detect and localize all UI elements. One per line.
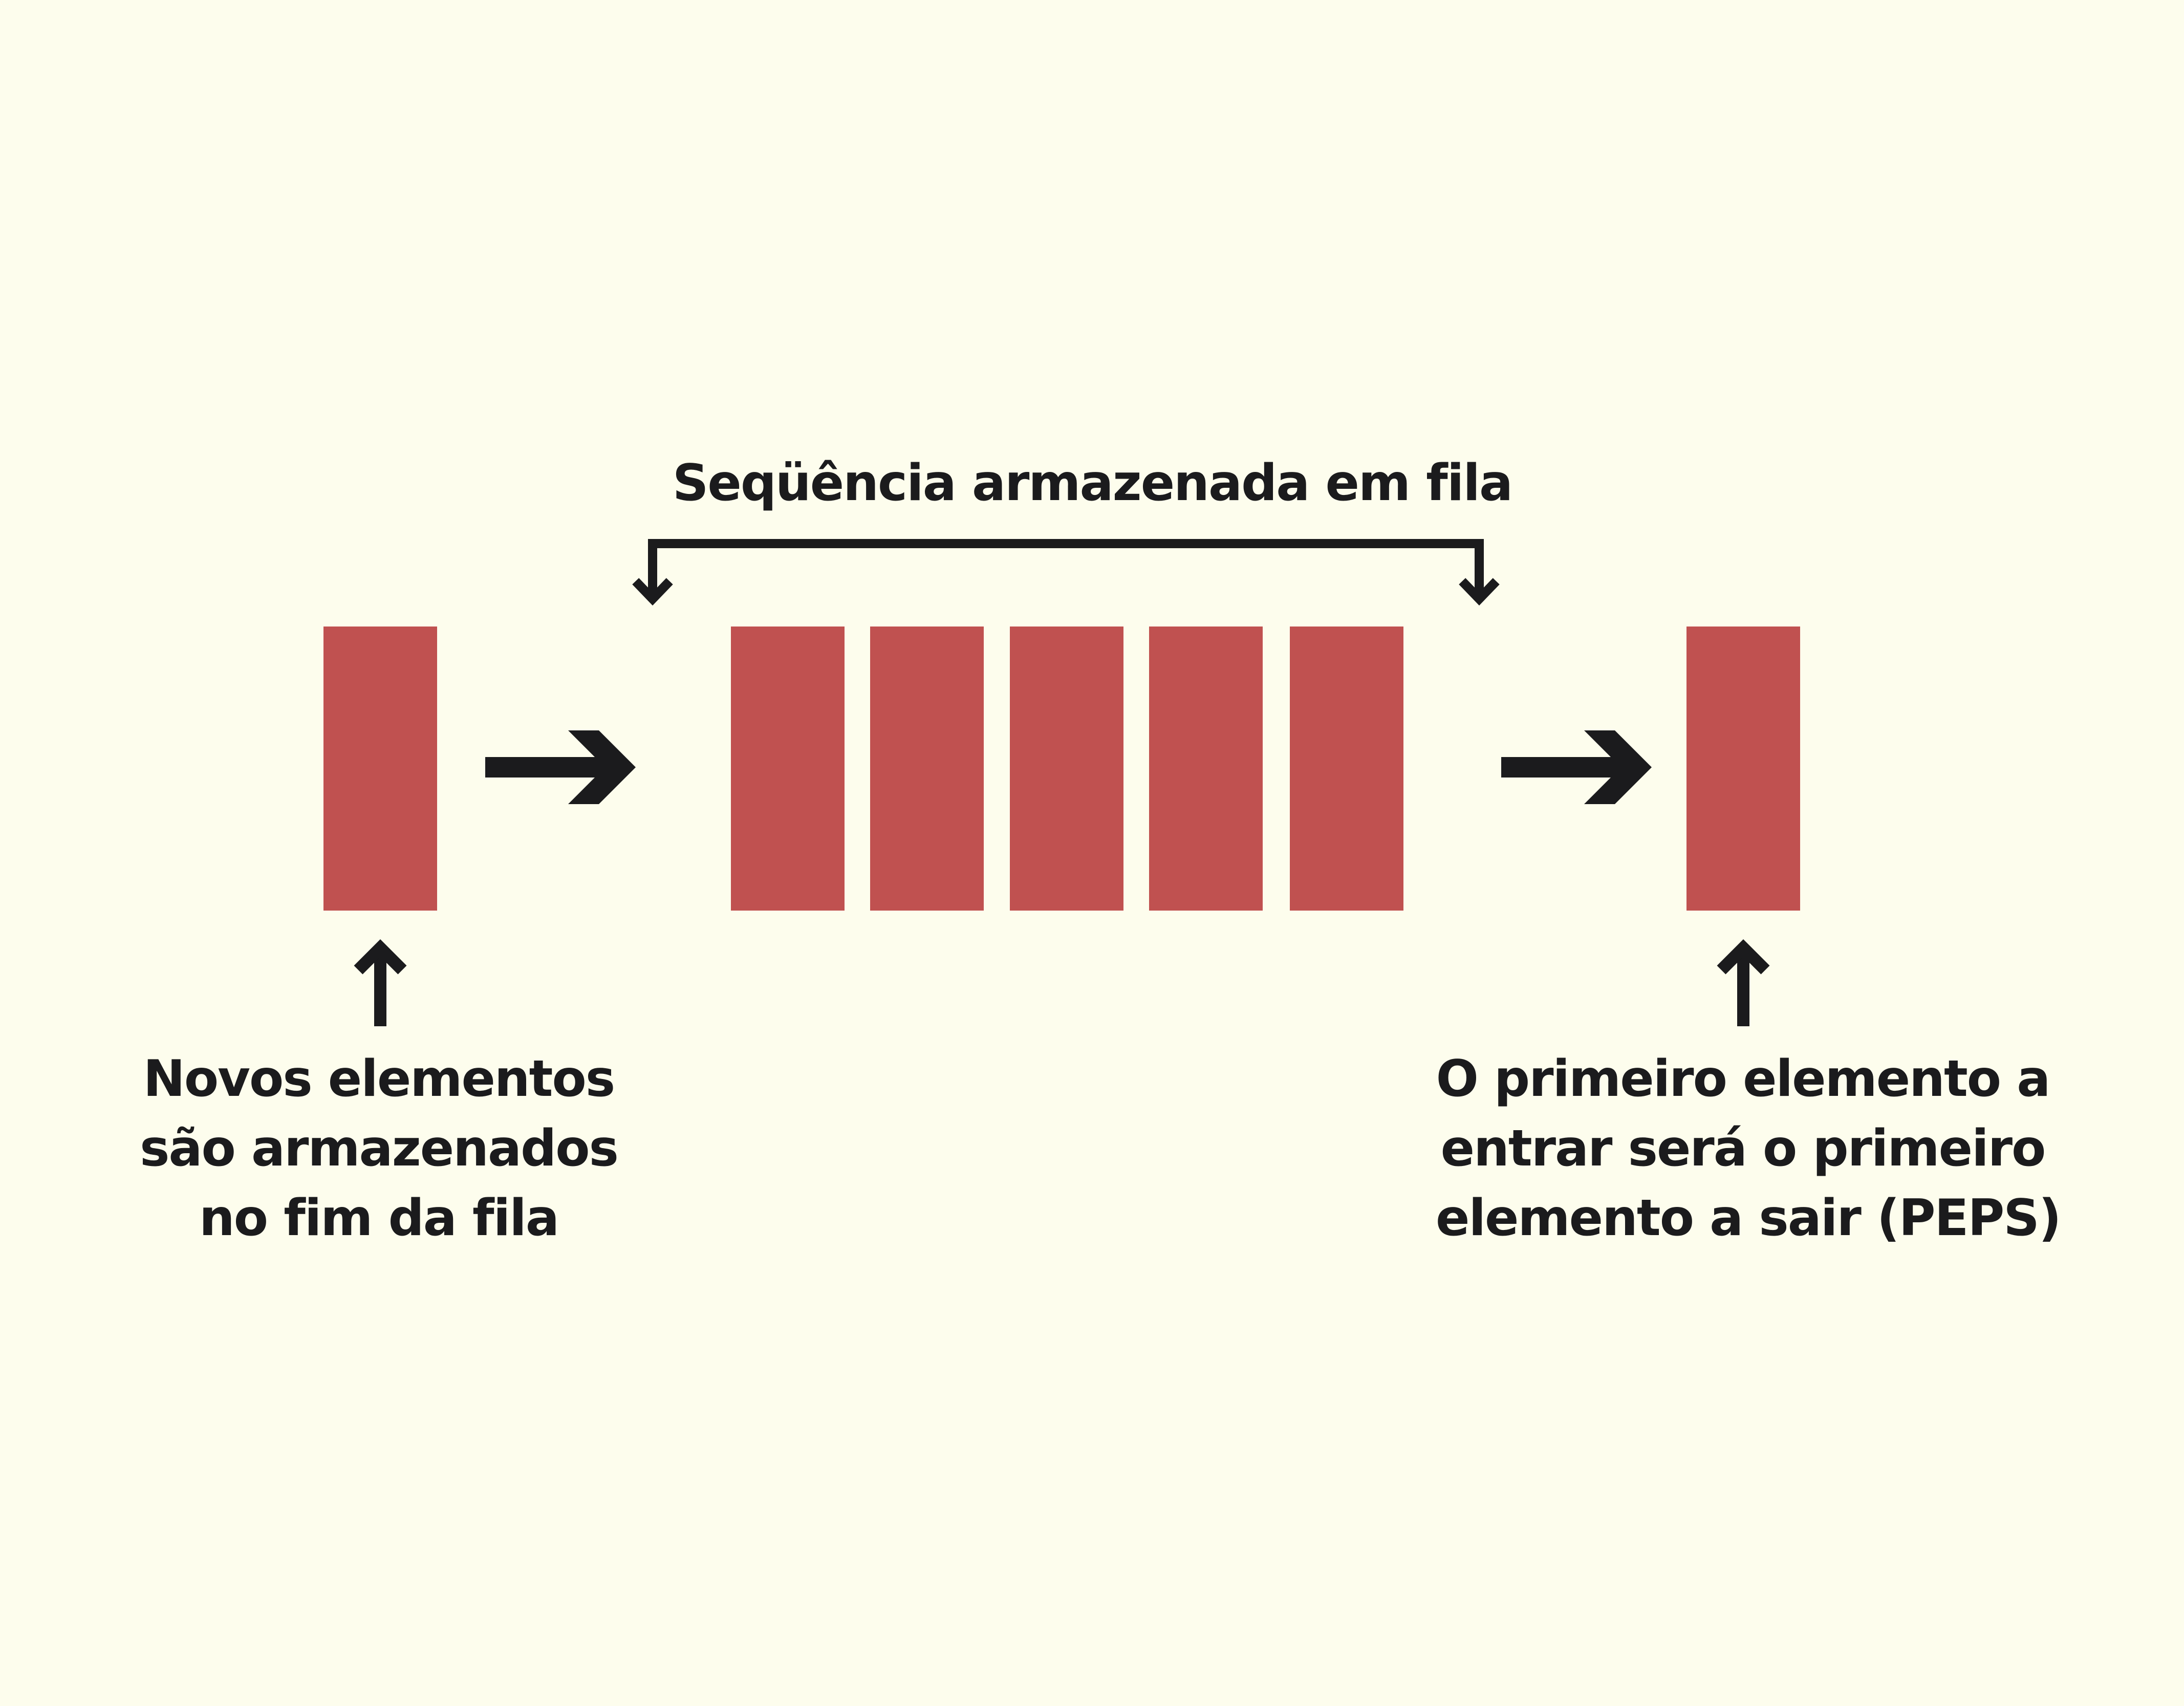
caption-line: são armazenados: [140, 1119, 619, 1178]
right-arrow-icon: [485, 730, 636, 804]
queue-bracket: [648, 539, 1484, 572]
right-arrow-icon: [1501, 730, 1652, 804]
up-arrow-icon: [1717, 939, 1770, 1026]
queue-element: [1010, 627, 1123, 911]
down-arrow-icon: [1459, 564, 1500, 606]
queue-elements: [731, 627, 1403, 911]
up-arrow-icon: [354, 939, 407, 1026]
caption-line: O primeiro elemento a: [1436, 1050, 2051, 1108]
queue-element: [1149, 627, 1263, 911]
incoming-element: [323, 627, 437, 911]
queue-element: [870, 627, 984, 911]
queue-title: Seqüência armazenada em fila: [672, 454, 1513, 512]
fifo-caption: O primeiro elemento a entrar será o prim…: [1436, 1044, 2062, 1253]
caption-line: elemento a sair (PEPS): [1436, 1189, 2062, 1247]
queue-element: [731, 627, 845, 911]
caption-line: Novos elementos: [143, 1050, 615, 1108]
new-elements-caption: Novos elementos são armazenados no fim d…: [123, 1044, 635, 1253]
caption-line: no fim da fila: [199, 1189, 559, 1247]
outgoing-element: [1686, 627, 1800, 911]
caption-line: entrar será o primeiro: [1440, 1119, 2046, 1178]
queue-element: [1290, 627, 1403, 911]
down-arrow-icon: [632, 564, 673, 606]
